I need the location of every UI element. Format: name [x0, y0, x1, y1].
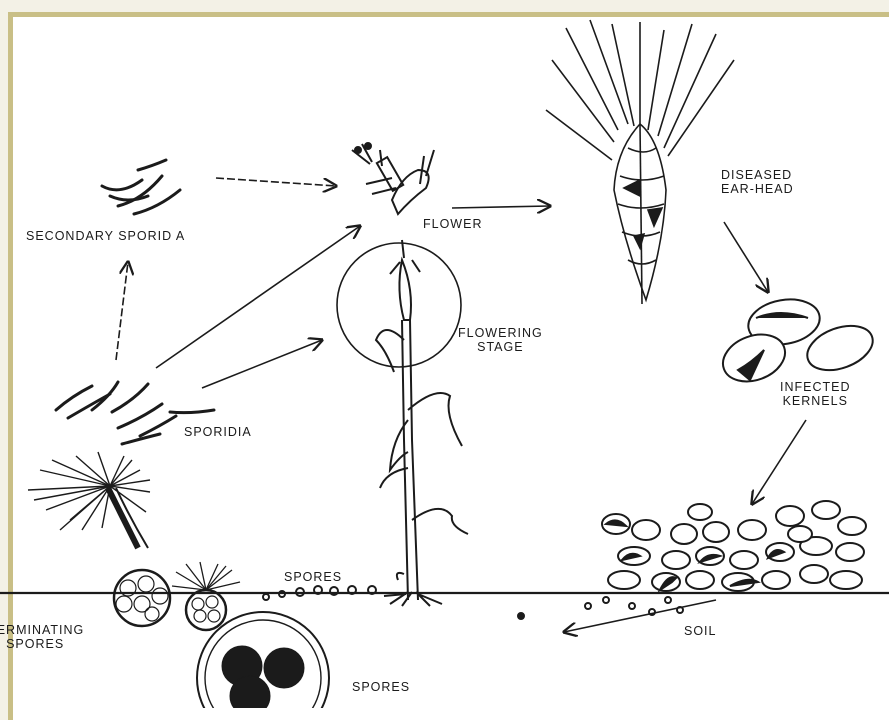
arrow-sporidia-to-secondary: [116, 262, 128, 360]
arrow-earhead-to-kernels: [724, 222, 768, 292]
label-diseased-line1: DISEASED: [721, 168, 794, 182]
label-flowering-stage: FLOWERING STAGE: [458, 326, 543, 354]
label-spores-bottom: SPORES: [352, 680, 410, 694]
arrow-sporidia-to-flower: [156, 226, 360, 368]
label-infected-line2: KERNELS: [780, 394, 851, 408]
flower-icon: [352, 143, 434, 214]
kernel-pile-icon: [602, 501, 866, 591]
diseased-ear-head-icon: [546, 20, 734, 304]
arrow-kernels-to-pile: [752, 420, 806, 504]
label-soil: SOIL: [684, 624, 717, 638]
infected-kernels-icon: [716, 294, 878, 390]
label-germinating-spores: GERMINATING SPORES: [0, 623, 84, 651]
arrow-flower-to-earhead: [452, 206, 550, 208]
label-diseased-ear-head: DISEASED EAR-HEAD: [721, 168, 794, 196]
label-flowering-line1: FLOWERING: [458, 326, 543, 340]
label-spores-ground: SPORES: [284, 570, 342, 584]
label-germinating-line1: GERMINATING: [0, 623, 84, 637]
label-sporidia: SPORIDIA: [184, 425, 252, 439]
arrow-sporidia-to-flowering: [202, 340, 322, 388]
germinating-spores-icon: [28, 452, 240, 630]
soil-spores: [518, 597, 683, 619]
label-diseased-line2: EAR-HEAD: [721, 182, 794, 196]
label-flower: FLOWER: [423, 217, 482, 231]
label-flowering-line2: STAGE: [458, 340, 543, 354]
label-secondary-sporidia: SECONDARY SPORID A: [26, 229, 185, 243]
label-infected-kernels: INFECTED KERNELS: [780, 380, 851, 408]
flowering-plant-icon: [337, 240, 468, 606]
label-infected-line1: INFECTED: [780, 380, 851, 394]
arrow-secondary-to-flower: [216, 178, 336, 186]
secondary-sporidia-icon: [102, 160, 180, 214]
label-germinating-line2: SPORES: [0, 637, 84, 651]
